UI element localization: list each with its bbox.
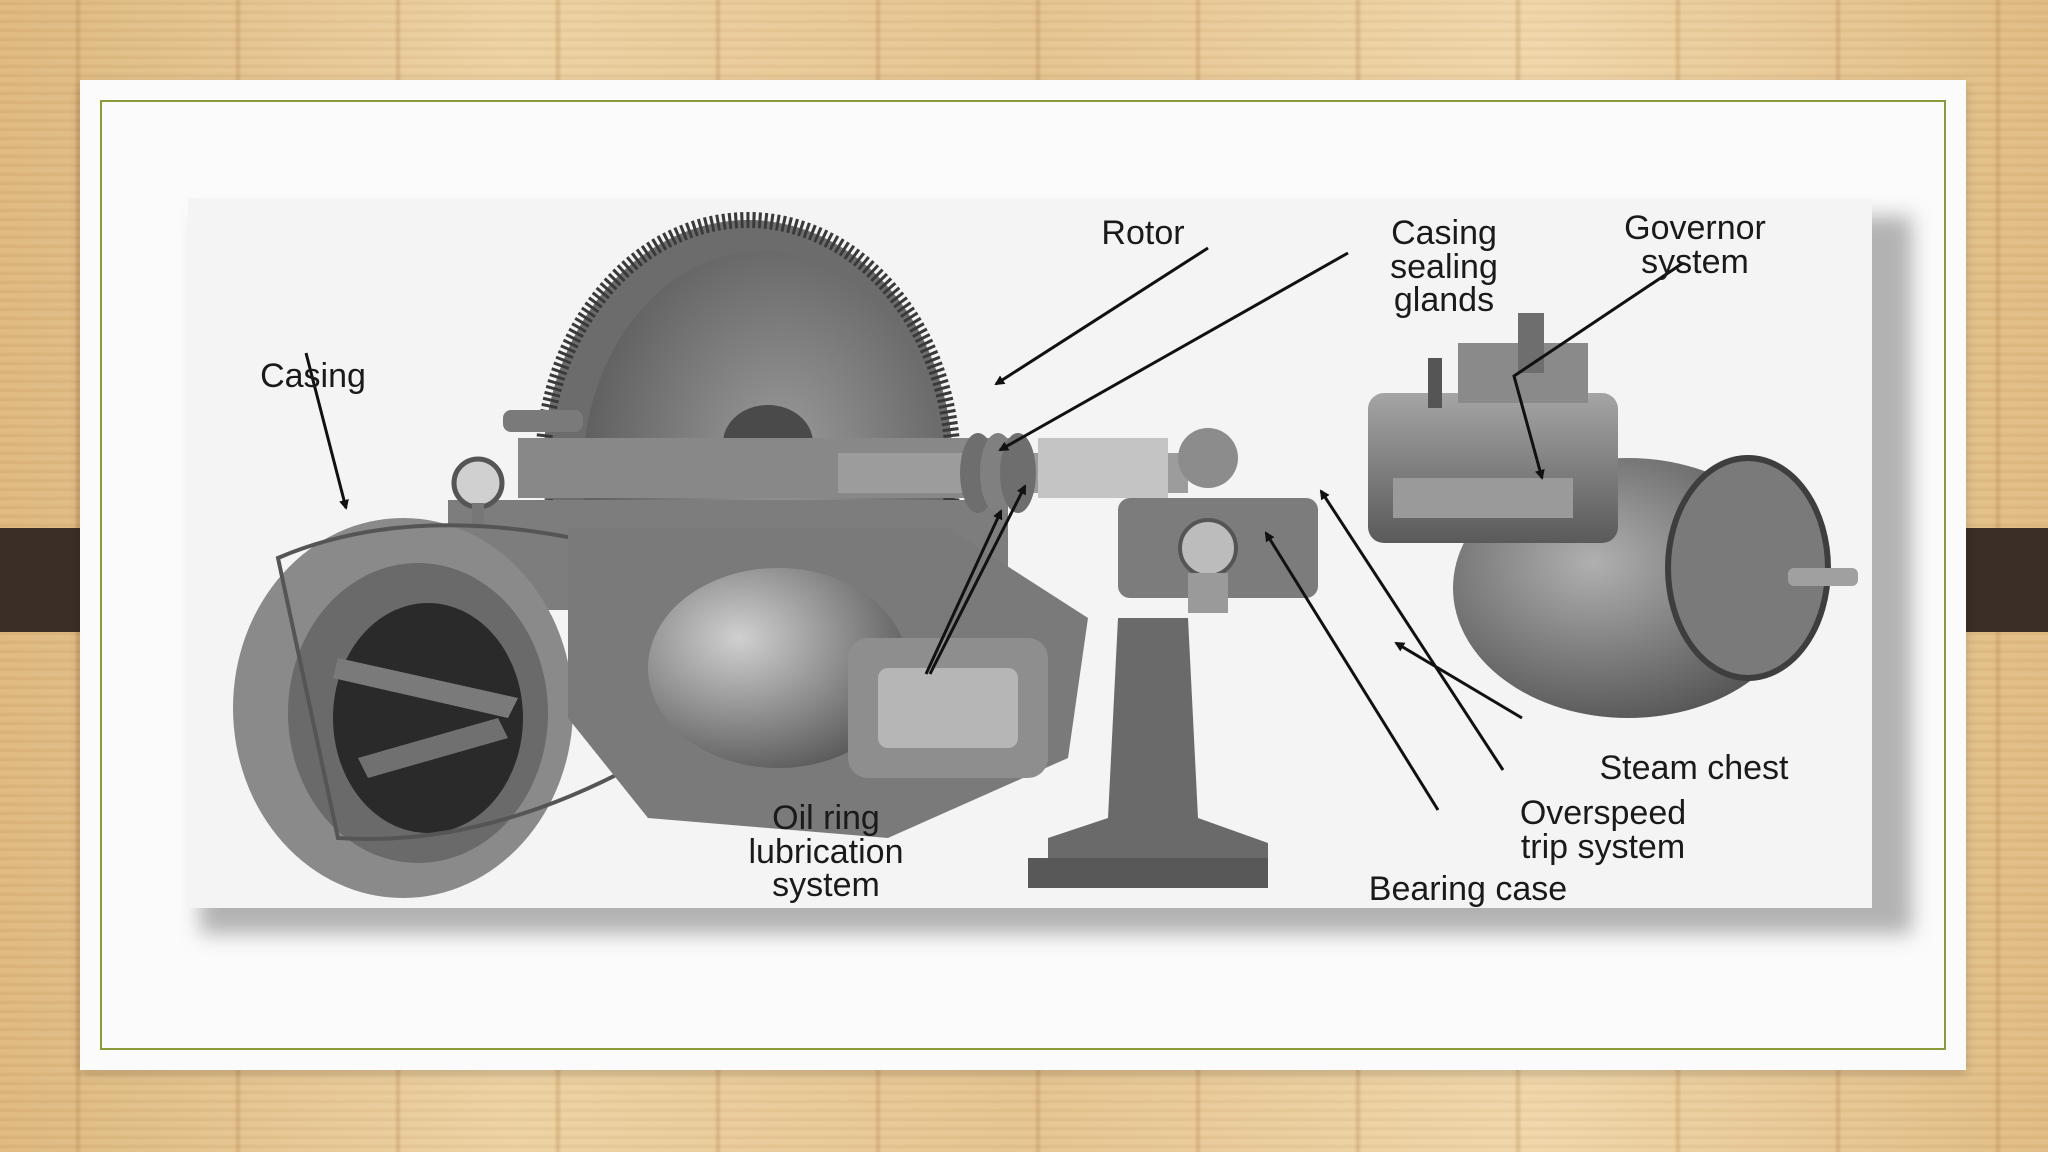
label-casing-sealing-glands-3: glands <box>1394 281 1494 319</box>
shaft-and-glands <box>838 428 1238 513</box>
pedestal <box>1028 618 1268 888</box>
label-overspeed-1: Overspeed <box>1520 794 1686 832</box>
label-oil-ring-3: system <box>772 866 880 904</box>
label-casing-sealing-glands-2: sealing <box>1390 248 1498 286</box>
inlet-flange <box>233 518 651 898</box>
label-oil-ring-1: Oil ring <box>772 799 880 837</box>
label-governor-system-1: Governor <box>1624 209 1766 247</box>
turbine-diagram: Rotor Casing sealing glands Governor sys… <box>188 198 1872 908</box>
turbine-illustration: Rotor Casing sealing glands Governor sys… <box>233 209 1858 908</box>
label-overspeed-2: trip system <box>1521 828 1685 866</box>
label-bearing-case: Bearing case <box>1369 870 1567 908</box>
label-casing-sealing-glands-1: Casing <box>1391 214 1497 252</box>
label-oil-ring-2: lubrication <box>749 833 904 871</box>
bearing-case <box>1118 498 1318 613</box>
leader-lines <box>304 246 1684 811</box>
slide-frame <box>100 100 1946 1050</box>
label-rotor: Rotor <box>1101 214 1184 252</box>
label-casing: Casing <box>260 357 366 395</box>
label-governor-system-2: system <box>1641 243 1749 281</box>
label-steam-chest: Steam chest <box>1600 749 1790 787</box>
gauge-left <box>451 456 505 529</box>
casing-body <box>568 528 1088 838</box>
diagram-labels: Rotor Casing sealing glands Governor sys… <box>260 209 1789 908</box>
governor-housing <box>1368 313 1618 543</box>
